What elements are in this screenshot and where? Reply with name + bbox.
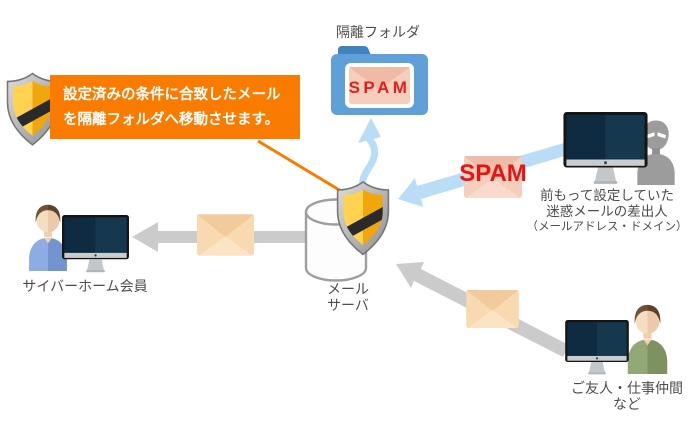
member-label: サイバーホーム会員 [22, 278, 148, 294]
mail-server-label: メール サーバ [300, 281, 396, 313]
friend-computer-icon [565, 320, 629, 375]
spam-arrow-label: SPAM [459, 160, 527, 187]
friends-label-line1: ご友人・仕事仲間 [571, 380, 683, 396]
spam-filter-shield-icon [336, 180, 390, 256]
friends-label: ご友人・仕事仲間 など [555, 380, 694, 412]
quarantine-folder-icon: SPAM [331, 46, 428, 115]
spam-envelope-icon [464, 156, 522, 198]
spam-sender-label-line3: （メールアドレス・ドメイン） [526, 221, 688, 233]
spam-sender-label-line2: 迷惑メールの差出人 [546, 204, 668, 219]
mail-envelope-icon [466, 290, 519, 328]
member-computer-icon [62, 215, 129, 273]
evil-eye-icon [657, 132, 667, 139]
callout-text-line1: 設定済みの条件に合致したメール [63, 87, 281, 103]
callout-connector-line [257, 139, 342, 193]
quarantine-folder-label: 隔離フォルダ [336, 24, 420, 40]
spam-sender-label: 前もって設定していた 迷惑メールの差出人 （メールアドレス・ドメイン） [519, 188, 694, 235]
callout-shield-icon [6, 72, 59, 146]
callout-box: 設定済みの条件に合致したメール を隔離フォルダへ移動させます。 [50, 75, 300, 139]
friends-label-line2: など [613, 395, 641, 412]
spammer-computer-icon [563, 112, 648, 184]
mail-envelope-icon [197, 214, 254, 256]
mail-server-label-line1: メール [327, 281, 369, 297]
evil-eye-icon [645, 132, 655, 139]
quarantine-arrowhead-icon [358, 118, 381, 143]
callout-text-line2: を隔離フォルダへ移動させます。 [63, 112, 280, 128]
friend-avatar [627, 304, 668, 374]
spam-sender-label-line1: 前もって設定していた [540, 188, 674, 203]
mail-server-label-line2: サーバ [327, 296, 369, 313]
folder-spam-text: SPAM [349, 78, 411, 97]
